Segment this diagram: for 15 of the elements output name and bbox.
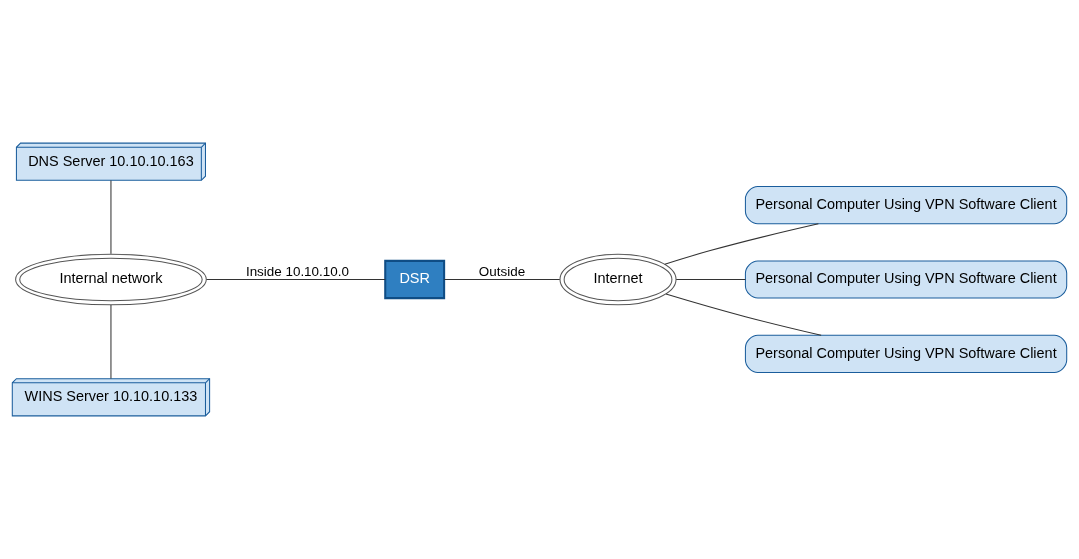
connector — [675, 279, 746, 280]
edge-label: Outside — [478, 263, 526, 279]
connector — [664, 223, 819, 265]
edge-label: Inside 10.10.10.0 — [245, 263, 349, 279]
node-box: Personal Computer Using VPN Software Client — [744, 186, 1068, 225]
node-box: DSR — [384, 259, 446, 300]
connector — [665, 293, 822, 336]
connector — [443, 279, 561, 280]
node-box: Personal Computer Using VPN Software Client — [744, 334, 1068, 373]
connector — [206, 279, 386, 280]
connector — [110, 304, 112, 379]
node-box: Personal Computer Using VPN Software Client — [744, 260, 1068, 299]
node-ellipse: Internal network — [15, 253, 207, 306]
connector — [110, 179, 112, 255]
node-ellipse: Internet — [559, 253, 677, 306]
